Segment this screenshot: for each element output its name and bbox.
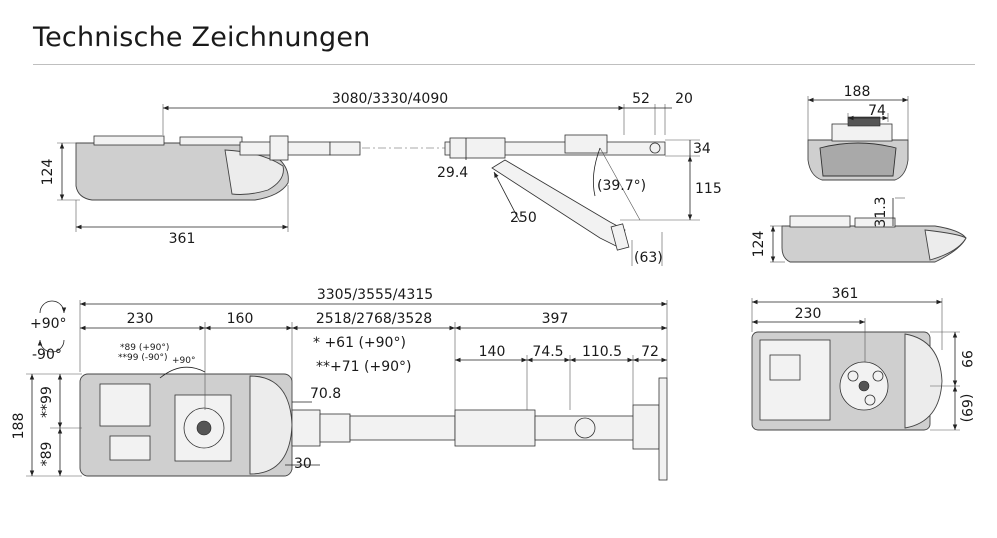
dim-230-top: 230 [127,311,154,327]
label-minus-90: -90° [32,347,62,363]
top-motor-cover [99,383,151,427]
small-note-89: *89 (+90°) [120,343,169,353]
top-rail-segment [349,415,456,441]
dim-124-right: 124 [751,231,767,258]
dim-63: (63) [634,250,663,266]
label-plus-90: +90° [30,316,67,332]
dim-361-side: 361 [169,231,196,247]
right-side-view: 124 31.3 [751,196,967,263]
dim-72: 72 [641,344,659,360]
dim-188-front: 188 [844,84,871,100]
front-view: 188 74 [807,84,909,181]
dim-39-7-angle: (39.7°) [597,178,646,194]
top-view: 3305/3555/4315 230 160 2518/2768/3528 39… [11,287,668,481]
page-title: Technische Zeichnungen [33,22,371,53]
dim-total-length: 3305/3555/4315 [317,287,433,303]
note-plus-71: **+71 (+90°) [316,359,411,375]
dim-230-motor: 230 [795,306,822,322]
dim-140: 140 [479,344,506,360]
side-arm-mount [610,223,630,251]
dim-74-front: 74 [868,103,886,119]
motor-top-view: 361 230 99 (69) [751,286,974,431]
note-plus-61: * +61 (+90°) [313,335,406,351]
dim-rail-top: 2518/2768/3528 [316,311,432,327]
top-end-bracket [632,404,660,450]
rotate-minus-90-icon [37,339,65,353]
dim-188-top: 188 [11,413,27,440]
dim-160: 160 [227,311,254,327]
dim-70-8: 70.8 [310,386,341,402]
dim-115: 115 [695,181,722,197]
dim-89-top: *89 [39,442,55,467]
side-motor-top-part-2 [179,136,243,146]
dim-30: 30 [294,456,312,472]
dim-52: 52 [632,91,650,107]
dim-110-5: 110.5 [582,344,622,360]
right-top-part [789,215,851,228]
small-note-99: **99 (-90°) [118,353,168,363]
side-rail-bracket [269,135,289,161]
dim-31-3: 31.3 [873,196,889,227]
dim-34: 34 [693,141,711,157]
right-housing [781,225,967,263]
top-rail-start [291,409,321,447]
small-note-plus-90: +90° [172,356,196,366]
top-carriage [454,409,536,447]
dim-250: 250 [510,210,537,226]
dim-124-side: 124 [40,159,56,186]
side-door-arm [491,159,626,247]
dim-29-4: 29.4 [437,165,468,181]
rotate-plus-90-icon [39,300,67,314]
side-rail-segment [329,141,361,156]
side-door-bracket [564,134,608,154]
dim-99-top: **99 [39,386,55,418]
top-lintel-plate [658,377,668,481]
side-motor-top-part [93,135,165,146]
dim-20: 20 [675,91,693,107]
side-view: 3080/3330/4090 52 20 34 115 124 361 29.4… [40,91,722,266]
side-rail-end-pulley [649,142,661,154]
title-divider [33,64,975,65]
dim-rail-length: 3080/3330/4090 [332,91,448,107]
motor-top-cover [769,354,801,381]
dim-99-motor: 99 [958,350,974,368]
dim-74-5: 74.5 [532,344,563,360]
dim-361-motor: 361 [832,286,859,302]
dim-69-motor: (69) [958,394,974,423]
front-top-part [831,123,893,142]
side-carriage [449,137,506,159]
dim-397: 397 [542,311,569,327]
top-tension-pulley [574,417,596,439]
